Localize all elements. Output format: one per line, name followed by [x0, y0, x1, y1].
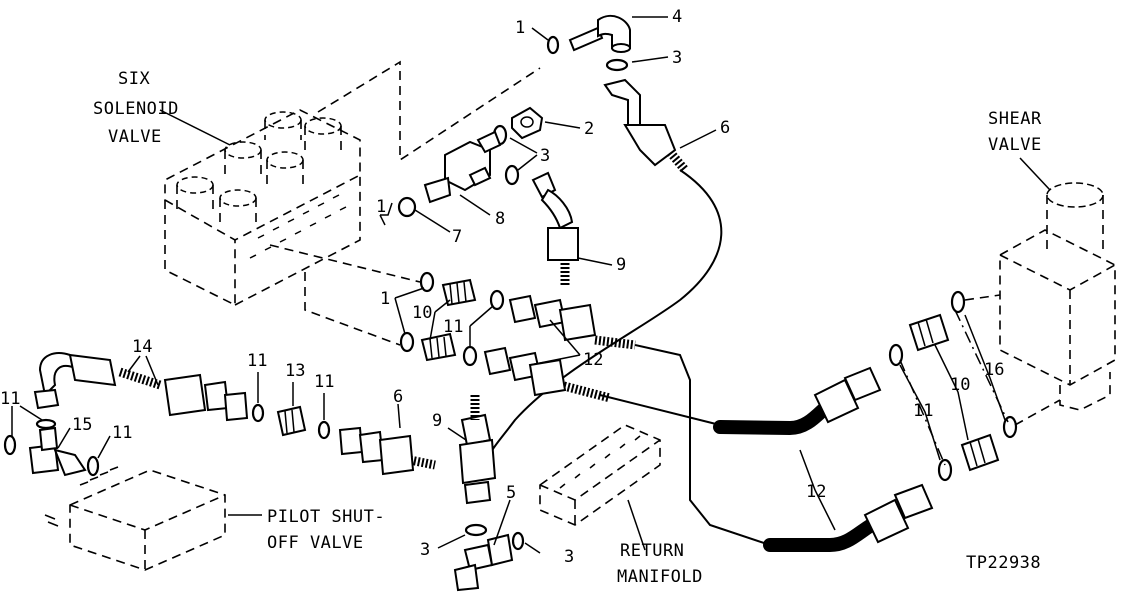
label-pilot-shut: PILOT SHUT-	[267, 507, 385, 527]
label-solenoid: SOLENOID	[93, 99, 179, 119]
o-ring-3-c	[464, 523, 488, 537]
connector-10-b	[420, 332, 457, 362]
hose-fitting-12-b	[483, 346, 567, 397]
callout-13: 13	[285, 361, 305, 381]
callout-11: 11	[247, 351, 267, 371]
callout-2: 2	[584, 119, 594, 139]
elbow-fitting-5	[453, 533, 514, 592]
o-ring-1-mid-a	[419, 271, 435, 293]
tee-fitting-8	[423, 130, 502, 204]
o-ring-3-b2	[504, 164, 520, 186]
o-ring-1-mid-b	[399, 331, 415, 353]
hose-12-thread-a	[594, 335, 636, 350]
callout-15: 15	[72, 415, 92, 435]
label-six: SIX	[118, 69, 150, 89]
hose-12-thread-b	[558, 380, 612, 403]
hose-fitting-6-bottom	[338, 426, 415, 476]
label-valve: VALVE	[108, 127, 162, 147]
callout-3: 3	[540, 146, 550, 166]
callout-3: 3	[672, 48, 682, 68]
callout-11: 11	[913, 401, 933, 421]
o-ring-11-b	[462, 345, 478, 367]
callout-11: 11	[112, 423, 132, 443]
hose-fitting-14	[33, 352, 249, 422]
return-manifold	[539, 424, 661, 526]
label-off-valve: OFF VALVE	[267, 533, 364, 553]
elbow-fitting-15	[28, 426, 87, 477]
label-shear-valve: VALVE	[988, 135, 1042, 155]
o-ring-3-top	[605, 58, 629, 72]
o-ring-11-f	[86, 455, 100, 477]
callout-3: 3	[420, 540, 430, 560]
o-ring-11-d	[317, 420, 331, 440]
callout-3: 3	[564, 547, 574, 567]
figure-id: TP22938	[966, 553, 1041, 573]
hose-fitting-12-right-upper	[813, 366, 882, 424]
connector-10-a	[441, 278, 477, 307]
callout-9: 9	[616, 255, 626, 275]
hose-6b-thread	[409, 455, 436, 470]
callout-11: 11	[0, 389, 20, 409]
o-ring-3-d	[511, 531, 525, 551]
o-ring-11-e	[3, 434, 17, 456]
callout-5: 5	[506, 483, 516, 503]
connector-10-right-a	[908, 313, 950, 352]
hose-fitting-12-right-lower	[863, 483, 934, 544]
callout-1: 1	[515, 18, 525, 38]
o-ring-1-top	[546, 35, 560, 55]
o-ring-11-right-b	[937, 458, 953, 482]
shear-valve	[999, 182, 1116, 411]
callout-11: 11	[314, 372, 334, 392]
tee-fitting-9-bottom	[458, 395, 497, 505]
callout-10: 10	[950, 375, 970, 395]
callout-9: 9	[432, 411, 442, 431]
o-ring-11-c	[251, 403, 265, 423]
o-ring-7	[397, 196, 417, 218]
hose-12-lower	[763, 513, 887, 552]
elbow-fitting-4	[568, 14, 631, 53]
label-return: RETURN	[620, 541, 684, 561]
label-shear: SHEAR	[988, 109, 1042, 129]
callout-4: 4	[672, 7, 682, 27]
label-manifold: MANIFOLD	[617, 567, 703, 587]
hose-14-thread	[118, 367, 162, 390]
elbow-fitting-9-top	[531, 171, 579, 261]
callout-11: 11	[443, 317, 463, 337]
callout-14: 14	[132, 337, 152, 357]
callout-12: 12	[583, 350, 603, 370]
callout-8: 8	[495, 209, 505, 229]
hose-6-line	[487, 169, 723, 461]
hose-fitting-6-top	[603, 78, 677, 167]
callout-1: 1	[376, 197, 386, 217]
hose-fitting-12-a	[508, 294, 597, 342]
callout-7: 7	[452, 227, 462, 247]
callout-6: 6	[720, 118, 730, 138]
connector-13	[276, 405, 307, 437]
nut-2	[511, 106, 544, 140]
six-solenoid-valve	[164, 109, 361, 307]
o-ring-11-right-a	[888, 343, 904, 367]
callout-12: 12	[806, 482, 826, 502]
callout-6: 6	[393, 387, 403, 407]
o-ring-16-a	[950, 290, 966, 314]
connector-10-right-b	[960, 433, 1000, 472]
hose-12-upper	[713, 393, 842, 436]
callout-1: 1	[380, 289, 390, 309]
hose-6-thread	[656, 137, 689, 173]
o-ring-11-a	[489, 289, 505, 311]
leader-lines	[11, 16, 1051, 554]
hose-12-line	[634, 344, 771, 546]
callout-10: 10	[412, 303, 432, 323]
o-ring-16-b	[1002, 415, 1018, 439]
callout-16: 16	[984, 360, 1004, 380]
o-ring-11-e-top	[35, 418, 57, 430]
hose-12-upper-line	[599, 394, 721, 426]
pilot-shutoff-valve	[44, 466, 226, 571]
